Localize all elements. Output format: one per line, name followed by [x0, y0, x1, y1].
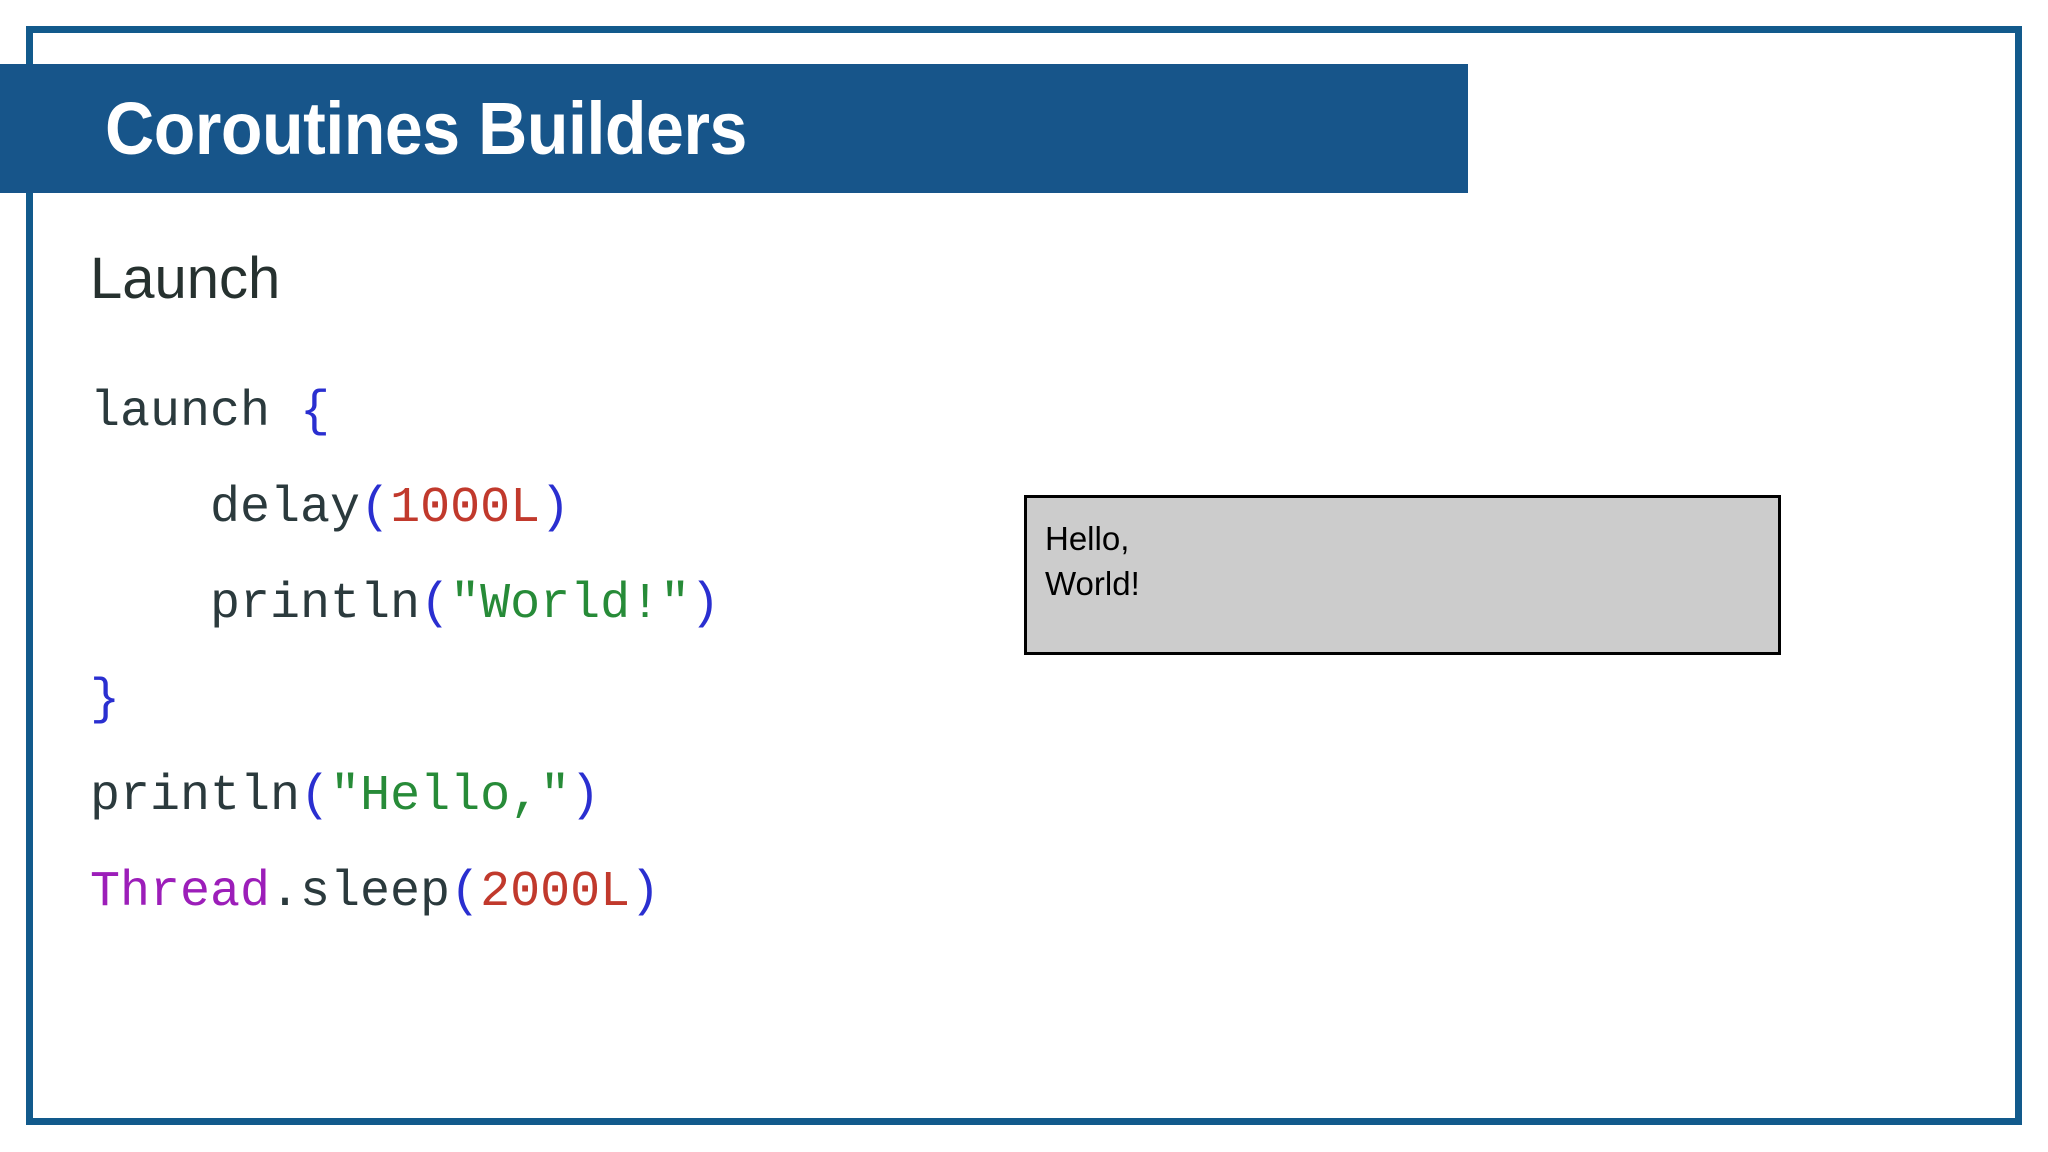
code-token-punct: {	[300, 384, 331, 441]
code-token-plain: .sleep	[270, 864, 451, 921]
code-token-plain: launch	[90, 384, 301, 441]
code-block: launch { delay(1000L) println("World!")}…	[90, 365, 720, 941]
code-token-plain: delay	[210, 480, 361, 537]
code-token-punct: )	[570, 768, 601, 825]
code-line: Thread.sleep(2000L)	[90, 845, 720, 941]
code-line: delay(1000L)	[90, 461, 720, 557]
console-output-line: World!	[1045, 565, 1140, 602]
code-line: println("Hello,")	[90, 749, 720, 845]
code-token-punct: (	[420, 576, 451, 633]
code-token-plain: println	[90, 768, 301, 825]
code-token-punct: )	[630, 864, 661, 921]
code-token-punct: (	[360, 480, 391, 537]
code-indent	[90, 576, 210, 633]
code-line: println("World!")	[90, 557, 720, 653]
console-output-text: Hello, World!	[1045, 516, 1140, 606]
code-token-type: Thread	[90, 864, 271, 921]
code-token-punct: )	[690, 576, 721, 633]
code-line: }	[90, 653, 720, 749]
code-token-punct: (	[450, 864, 481, 921]
code-indent	[90, 480, 210, 537]
section-heading-launch: Launch	[90, 246, 281, 311]
code-line: launch {	[90, 365, 720, 461]
code-token-punct: }	[90, 672, 121, 729]
code-token-num: 1000L	[390, 480, 541, 537]
code-token-punct: )	[540, 480, 571, 537]
console-output-line: Hello,	[1045, 520, 1130, 557]
title-banner: Coroutines Builders	[0, 64, 1468, 193]
console-output-box: Hello, World!	[1024, 495, 1781, 655]
code-token-punct: (	[300, 768, 331, 825]
code-token-str: "World!"	[450, 576, 691, 633]
page-title: Coroutines Builders	[105, 86, 747, 170]
code-token-num: 2000L	[480, 864, 631, 921]
code-token-str: "Hello,"	[330, 768, 571, 825]
code-token-plain: println	[210, 576, 421, 633]
